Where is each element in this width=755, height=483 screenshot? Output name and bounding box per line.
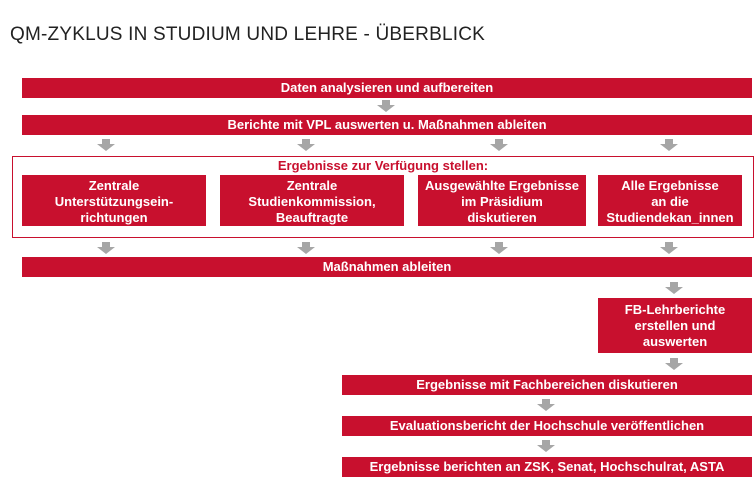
box-line: Zentrale — [88, 178, 140, 193]
step-derive-measures: Maßnahmen ableiten — [22, 257, 752, 277]
box-line: Studiendekan_innen — [606, 210, 734, 225]
box-central-support: Zentrale Unterstützungsein- richtungen — [22, 175, 206, 226]
box-line: diskutieren — [467, 210, 537, 225]
down-arrow-icon — [665, 282, 683, 294]
box-line: Studienkommission, — [248, 194, 376, 209]
down-arrow-icon — [660, 139, 678, 151]
down-arrow-icon — [490, 242, 508, 254]
box-fb-reports: FB-Lehrberichte erstellen und auswerten — [598, 298, 752, 353]
box-line: FB-Lehrberichte — [624, 302, 726, 317]
step-evaluate-reports: Berichte mit VPL auswerten u. Maßnahmen … — [22, 115, 752, 135]
step-discuss-with-departments: Ergebnisse mit Fachbereichen diskutieren — [342, 375, 752, 395]
down-arrow-icon — [297, 242, 315, 254]
results-frame — [12, 156, 754, 238]
results-label: Ergebnisse zur Verfügung stellen: — [277, 158, 489, 173]
down-arrow-icon — [97, 242, 115, 254]
box-line: Beauftragte — [275, 210, 349, 225]
box-line: Ausgewählte Ergebnisse — [425, 178, 579, 193]
box-line: erstellen und — [634, 318, 716, 333]
box-line: Zentrale — [286, 178, 338, 193]
box-line: richtungen — [80, 210, 148, 225]
down-arrow-icon — [97, 139, 115, 151]
down-arrow-icon — [297, 139, 315, 151]
down-arrow-icon — [660, 242, 678, 254]
step-publish-evaluation: Evaluationsbericht der Hochschule veröff… — [342, 416, 752, 436]
down-arrow-icon — [665, 358, 683, 370]
box-line: an die — [651, 194, 689, 209]
page-title: QM-ZYKLUS IN STUDIUM UND LEHRE - ÜBERBLI… — [10, 24, 486, 45]
box-line: im Präsidium — [461, 194, 543, 209]
down-arrow-icon — [490, 139, 508, 151]
step-report-results: Ergebnisse berichten an ZSK, Senat, Hoch… — [342, 457, 752, 477]
box-line: Alle Ergebnisse — [621, 178, 719, 193]
down-arrow-icon — [377, 100, 395, 112]
box-line: auswerten — [642, 334, 708, 349]
step-analyze-data: Daten analysieren und aufbereiten — [22, 78, 752, 98]
box-study-deans: Alle Ergebnisse an die Studiendekan_inne… — [598, 175, 742, 226]
box-presidium: Ausgewählte Ergebnisse im Präsidium disk… — [418, 175, 586, 226]
box-central-commission: Zentrale Studienkommission, Beauftragte — [220, 175, 404, 226]
down-arrow-icon — [537, 440, 555, 452]
box-line: Unterstützungsein- — [54, 194, 174, 209]
down-arrow-icon — [537, 399, 555, 411]
